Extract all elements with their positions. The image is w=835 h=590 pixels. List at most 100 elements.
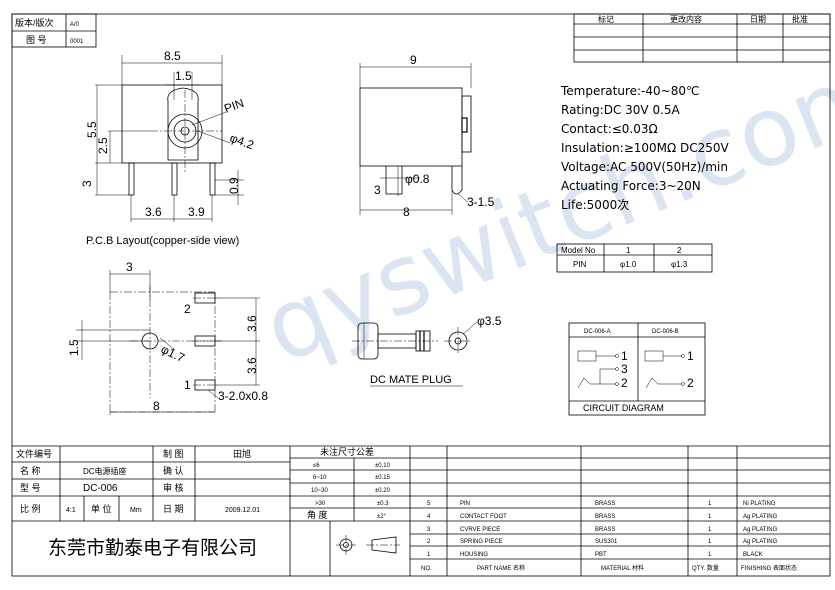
tol-value-4: ±0.3 [377, 501, 389, 507]
bom-qty-3: 1 [708, 527, 712, 533]
spec-contact: Contact:≤0.03Ω [561, 122, 658, 136]
model-pin-1: φ1.0 [620, 260, 637, 269]
name-value: DC电源插座 [83, 466, 127, 476]
circuit-col-a: DC-006-A [584, 329, 611, 335]
tol-range-3: 10~30 [311, 488, 329, 494]
dim-side-pin-dia: φ0.8 [405, 172, 430, 186]
projection-cone-icon [371, 536, 397, 554]
rev-col-mark: 标记 [598, 14, 614, 24]
bom-part-3: CVRVE PIECE [460, 527, 500, 533]
bom-header-no: NO. [421, 566, 432, 572]
rev-col-approve: 批准 [792, 14, 808, 24]
pcb-layout: 3 φ1.7 1.5 2 1 3.6 3.6 8 3-2.0x0.8 [67, 260, 268, 415]
tol-value-1: ±0.10 [375, 463, 391, 469]
hole-dia: φ4.2 [228, 131, 256, 153]
model-value: DC-006 [83, 483, 118, 494]
name-label: 名 称 [20, 465, 41, 476]
bom-header-material: MATERIAL 材料 [601, 564, 644, 572]
pcb-dim-hole: φ1.7 [159, 342, 187, 365]
revision-table: 标记 更改内容 日期 批准 [573, 13, 831, 63]
bom-qty-4: 1 [708, 514, 712, 520]
model-pin-label: PIN [573, 260, 587, 269]
drawn-value: 田旭 [233, 448, 251, 459]
title-block: 文件编号 名 称 DC电源插座 型 号 DC-006 比 例 4:1 单 位 M… [12, 445, 830, 576]
model-no-label: Model No [561, 246, 596, 255]
check-label: 确 认 [163, 465, 184, 476]
bom-qty-5: 1 [708, 501, 712, 507]
pcb-pin-2: 2 [184, 302, 191, 316]
bom-header-part: PART NAME 名称 [477, 564, 525, 572]
drawing-no-label: 图 号 [26, 35, 47, 45]
bom-mat-3: BRASS [595, 527, 615, 533]
bom-fin-4: Ag PLATING [743, 514, 778, 520]
tolerance-title: 未注尺寸公差 [320, 446, 374, 457]
bom-part-4: CONTACT FOOT [460, 514, 507, 520]
bom-part-5: PIN [460, 501, 470, 507]
front-view: 8.5 1.5 PIN φ4.2 5.5 2.5 3 [80, 49, 256, 222]
bom-header-finishing: FINISHING 表面状态 [741, 564, 797, 572]
bom-part-1: HOUSING [460, 552, 488, 558]
specifications: Temperature:-40~80℃ Rating:DC 30V 0.5A C… [560, 84, 730, 212]
spec-voltage: Voltage:AC 500V(50Hz)/min [561, 160, 728, 174]
model-col-1: 1 [626, 246, 631, 255]
dim-front-hole: 1.5 [175, 69, 192, 83]
file-no-label: 文件编号 [16, 448, 52, 459]
pcb-dim-right-top: 3.6 [245, 315, 259, 332]
dim-front-pin-right: 3.9 [188, 205, 205, 219]
model-label: 型 号 [20, 483, 41, 493]
dim-front-pin-left: 3.6 [145, 205, 162, 219]
dim-front-height: 5.5 [85, 121, 99, 138]
spec-temperature: Temperature:-40~80℃ [560, 84, 699, 98]
pcb-pin-1: 1 [184, 378, 191, 392]
model-table: Model No 1 2 PIN φ1.0 φ1.3 [556, 243, 713, 273]
pcb-layout-title: P.C.B Layout(copper-side view) [86, 235, 239, 247]
bom-fin-5: Ni PLATING [743, 501, 776, 507]
company-name: 东莞市勤泰电子有限公司 [48, 537, 257, 559]
model-pin-2: φ1.3 [671, 260, 688, 269]
circuit-a-pin-2: 2 [621, 376, 628, 390]
bom-fin-3: Ag PLATING [743, 527, 778, 533]
bom-table: 5 PIN BRASS 1 Ni PLATING 4 CONTACT FOOT … [410, 446, 830, 576]
sheet-border [11, 13, 831, 577]
dim-side-tab: 3-1.5 [467, 195, 495, 209]
tol-range-2: 6~10 [313, 475, 327, 481]
watermark: qyswitch.com [248, 34, 835, 385]
pcb-dim-slot: 3-2.0x0.8 [218, 389, 268, 403]
tol-range-4: >30 [315, 501, 326, 507]
audit-label: 审 核 [163, 482, 184, 493]
dc-mate-plug: φ3.5 DC MATE PLUG [352, 314, 502, 387]
bom-no-4: 4 [427, 514, 431, 520]
scale-value: 4:1 [66, 507, 76, 514]
circuit-b-pin-2: 2 [687, 376, 694, 390]
spec-actuating-force: Actuating Force:3~20N [561, 179, 701, 193]
pcb-dim-left: 1.5 [67, 339, 81, 356]
tol-angle-label: 角 度 [307, 509, 328, 520]
dim-front-leg-width: 0.9 [227, 177, 241, 194]
bom-fin-2: Ag PLATING [743, 539, 778, 545]
bom-no-5: 5 [427, 501, 431, 507]
version-label: 版本/版次 [15, 17, 54, 28]
circuit-col-b: DC-006-B [652, 329, 679, 335]
version-value: A/0 [70, 22, 80, 28]
spec-life: Life:5000次 [561, 198, 629, 212]
bom-no-3: 3 [427, 527, 431, 533]
spec-insulation: Insulation:≥100MΩ DC250V [561, 141, 730, 155]
front-body [121, 84, 223, 164]
circuit-a-pin-1: 1 [621, 349, 628, 363]
bom-header-qty: QTY. 数量 [692, 564, 719, 572]
rev-col-date: 日期 [750, 15, 766, 24]
date-label: 日 期 [163, 504, 184, 514]
pcb-dim-top: 3 [126, 260, 133, 274]
bom-qty-1: 1 [708, 552, 712, 558]
scale-label: 比 例 [20, 503, 41, 514]
tol-range-1: ≤6 [313, 463, 320, 469]
tolerance-table: 未注尺寸公差 ≤6 ±0.10 6~10 ±0.15 10~30 ±0.20 >… [290, 446, 411, 576]
dim-front-width: 8.5 [164, 49, 181, 63]
dim-side-length: 9 [410, 53, 417, 67]
circuit-b-pin-1: 1 [687, 349, 694, 363]
bom-no-2: 2 [427, 539, 431, 545]
spec-rating: Rating:DC 30V 0.5A [561, 103, 681, 117]
dim-side-bottom: 8 [403, 205, 410, 219]
dim-front-center: 2.5 [96, 137, 110, 154]
